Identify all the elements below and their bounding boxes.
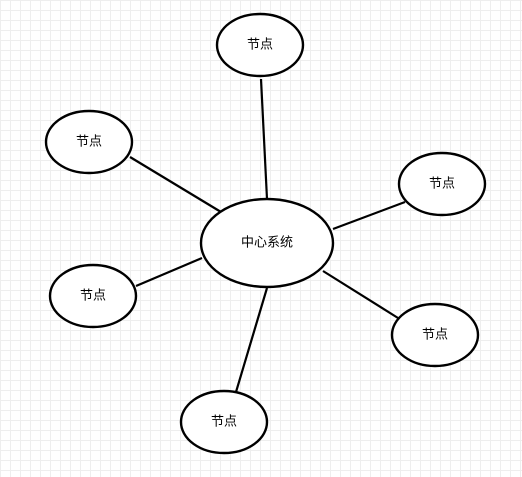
node-bottom[interactable]: 节点 xyxy=(179,389,269,455)
edge-lower-right[interactable] xyxy=(322,270,399,319)
node-label: 节点 xyxy=(211,415,237,430)
node-label: 节点 xyxy=(80,289,106,304)
node-upper-left[interactable]: 节点 xyxy=(44,109,134,175)
node-label: 节点 xyxy=(76,135,102,150)
node-top[interactable]: 节点 xyxy=(215,12,305,78)
edge-upper-right[interactable] xyxy=(332,200,406,231)
center-node-label: 中心系统 xyxy=(241,236,293,251)
node-label: 节点 xyxy=(247,38,273,53)
node-lower-right[interactable]: 节点 xyxy=(390,302,480,368)
node-label: 节点 xyxy=(429,177,455,192)
center-node[interactable]: 中心系统 xyxy=(199,197,335,289)
node-upper-right[interactable]: 节点 xyxy=(397,151,487,217)
edge-upper-left[interactable] xyxy=(129,156,222,213)
node-lower-left[interactable]: 节点 xyxy=(48,263,138,329)
node-label: 节点 xyxy=(422,328,448,343)
edge-lower-left[interactable] xyxy=(135,256,203,288)
edge-bottom[interactable] xyxy=(234,287,269,393)
edge-top[interactable] xyxy=(259,78,269,200)
